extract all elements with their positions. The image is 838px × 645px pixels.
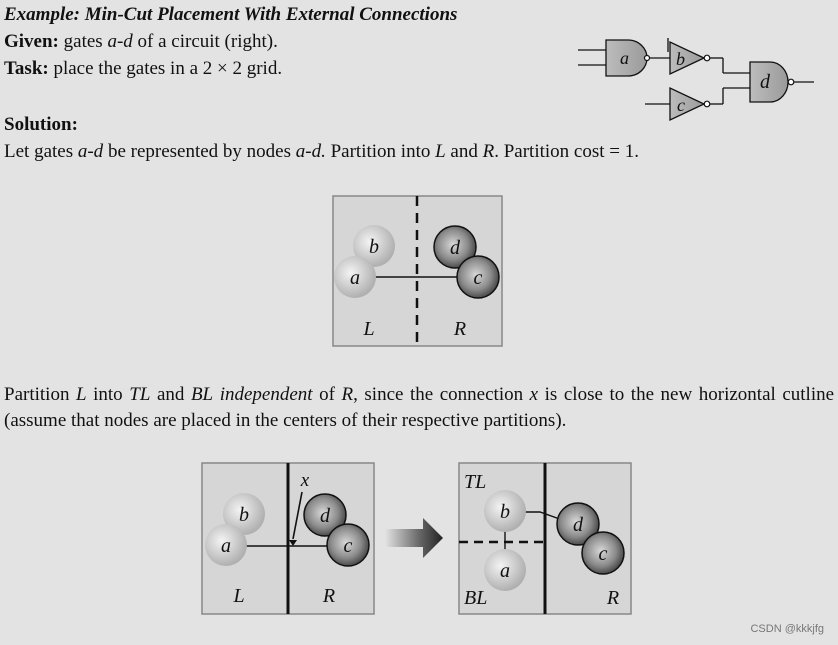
svg-text:b: b [500, 501, 510, 523]
task-line: Task: place the gates in a 2 × 2 grid. [4, 58, 282, 80]
para-v1: L [76, 384, 87, 405]
sol-t3: Partition into [325, 141, 436, 162]
para-t1: Partition [4, 384, 76, 405]
gate-b-inverter: b [669, 40, 711, 76]
node-c: c [456, 255, 500, 299]
node-d: d [556, 502, 600, 546]
sol-t1: Let gates [4, 141, 78, 162]
para-t5: of [312, 384, 342, 405]
para-v2: TL [129, 384, 151, 405]
svg-text:d: d [573, 514, 584, 536]
sol-t4: and [445, 141, 483, 162]
label-R: R [606, 587, 619, 609]
sol-t5: . Partition cost = 1. [494, 141, 639, 162]
sol-v1: a-d [77, 141, 104, 162]
label-BL: BL [464, 587, 487, 609]
node-a: a [484, 549, 526, 591]
sol-t2: be represented by nodes [103, 141, 296, 162]
arrow-x [292, 491, 303, 540]
gate-a-label: a [620, 48, 629, 68]
given-label: Given: [4, 31, 59, 52]
node-a: a [334, 256, 376, 298]
gate-d-label: d [760, 71, 771, 93]
svg-text:d: d [450, 237, 461, 259]
node-d: d [303, 493, 347, 537]
para-v6: x [529, 384, 539, 405]
svg-text:b: b [369, 236, 379, 258]
svg-text:a: a [500, 560, 510, 582]
node-a: a [205, 524, 247, 566]
partition-diagram-tl-bl: b a d c TL BL R [458, 462, 632, 615]
svg-text:b: b [239, 504, 249, 526]
given-text: gates [58, 31, 108, 52]
para-t2: into [86, 384, 130, 405]
circuit-schematic: a b c d [578, 38, 814, 122]
svg-text:a: a [350, 267, 360, 289]
given-var: a-d [107, 31, 133, 52]
solution-text: Let gates a-d be represented by nodes a-… [4, 141, 639, 163]
gate-c-label: c [677, 95, 685, 115]
sol-v2: a-d. [295, 141, 326, 162]
label-R: R [322, 585, 335, 607]
watermark: CSDN @kkkjfg [750, 623, 824, 635]
label-x: x [300, 470, 310, 491]
node-c: c [326, 523, 370, 567]
svg-text:d: d [320, 505, 331, 527]
partition-diagram-x: x b a d c L R [201, 462, 375, 615]
para-v5: R [341, 384, 354, 405]
label-L: L [362, 318, 374, 340]
node-b: b [353, 225, 395, 267]
task-text: place the gates in a 2 × 2 grid. [48, 58, 283, 79]
task-label: Task: [4, 58, 49, 79]
para-t3: and [150, 384, 191, 405]
sol-v4: R [482, 141, 495, 162]
gate-a-and: a [605, 39, 651, 77]
page-title: Example: Min-Cut Placement With External… [4, 4, 458, 25]
svg-text:a: a [221, 535, 231, 557]
label-TL: TL [464, 471, 486, 493]
para-t7: is close to the new horizontal cutline (… [4, 384, 835, 431]
para-v4: independent [219, 384, 313, 405]
node-b: b [484, 490, 526, 532]
gate-c-inverter: c [669, 86, 711, 122]
node-c: c [581, 531, 625, 575]
label-L: L [232, 585, 244, 607]
gate-d-nand: d [749, 61, 795, 103]
given-text-2: of a circuit (right). [132, 31, 278, 52]
explanation-paragraph: Partition L into TL and BL independent o… [4, 382, 834, 434]
sol-v3: L [435, 141, 446, 162]
partition-diagram-lr: b a d c L R [332, 195, 503, 347]
solution-heading: Solution: [4, 114, 78, 135]
svg-text:c: c [599, 543, 608, 565]
node-b: b [223, 493, 265, 535]
svg-text:c: c [474, 267, 483, 289]
transition-arrow-icon [385, 518, 443, 558]
gate-b-label: b [676, 49, 685, 69]
node-d: d [433, 225, 477, 269]
para-v3: BL [190, 384, 214, 405]
given-line: Given: gates a-d of a circuit (right). [4, 31, 278, 53]
para-t6: , since the connection [353, 384, 530, 405]
svg-text:c: c [344, 535, 353, 557]
label-R: R [453, 318, 466, 340]
